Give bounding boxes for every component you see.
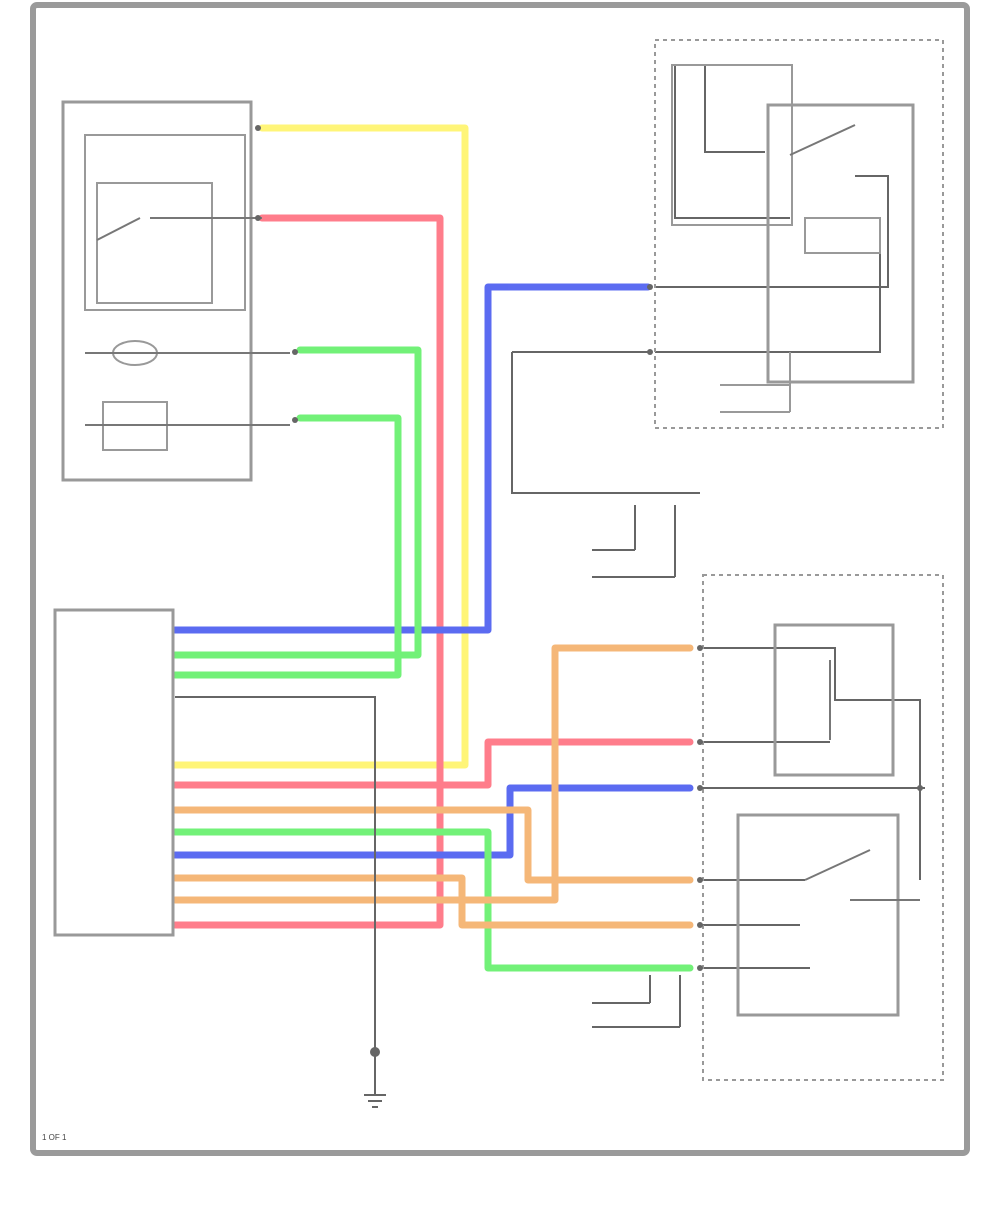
blue-wire [171,283,652,634]
red-wire [171,214,444,929]
relay-return-wire [511,352,700,494]
relay-lower-wire [655,240,881,353]
ground-symbol [364,1040,386,1108]
relay-top-wire [704,65,765,153]
main-control-module [53,608,175,937]
red-wire-2 [171,738,694,789]
page-number: 1 OF 1 [42,1133,67,1142]
green-wire-2 [171,414,402,679]
relay-right-wire [655,175,889,288]
orange-wire [171,806,694,884]
blue-wire-2 [171,784,694,859]
yellow-wire [171,124,469,769]
orange-wire-3 [171,644,694,904]
top-right-relay-box [654,39,944,429]
ground-wire [175,696,376,1040]
green-wire [171,346,422,659]
right-lower-module [702,574,944,1081]
relay-mid-wire [674,65,790,219]
diagram-frame [30,2,970,1156]
module-to-switch-wire [700,647,921,880]
right-lower-switch [736,813,920,1017]
left-upper-module [61,100,290,482]
connector-pins [255,125,923,971]
